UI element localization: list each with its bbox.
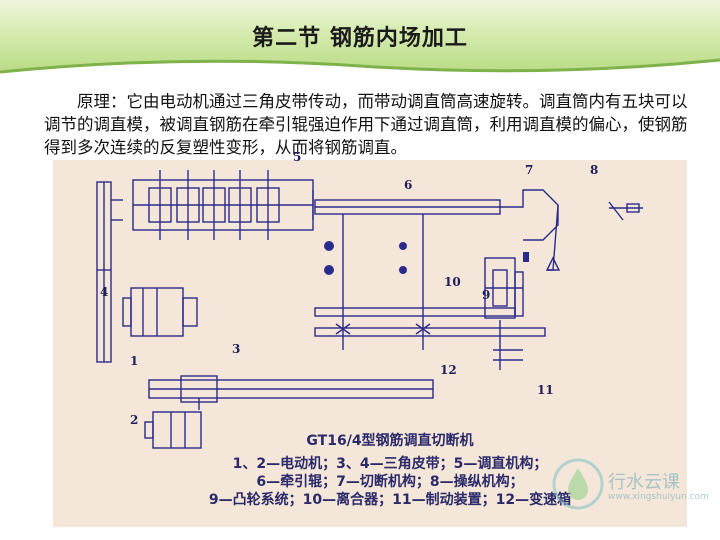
watermark-logo: 行水云课 www.xingshuiyun.com: [546, 434, 716, 524]
figure-legend-line-2: 6—牵引辊；7—切断机构；8—操纵机构；: [256, 474, 524, 490]
figure-legend-line-1: 1、2—电动机；3、4—三角皮带；5—调直机构；: [232, 456, 548, 472]
slide-title: 第二节 钢筋内场加工: [252, 26, 468, 51]
part-label-11: 11: [537, 383, 554, 397]
watermark-drop-icon: [552, 458, 604, 510]
part-label-4: 4: [100, 285, 109, 299]
part-label-9: 9: [482, 288, 491, 302]
part-label-12: 12: [440, 363, 457, 377]
header-banner: [0, 0, 720, 72]
part-label-3: 3: [232, 342, 241, 356]
figure-background: [53, 160, 687, 527]
watermark-text: 行水云课: [608, 472, 680, 493]
figure-legend-line-3: 9—凸轮系统；10—离合器；11—制动装置；12—变速箱: [208, 492, 572, 508]
part-label-2: 2: [130, 413, 139, 427]
principle-paragraph: 原理：它由电动机通过三角皮带传动，而带动调直筒高速旋转。调直筒内有五块可以调节的…: [44, 92, 688, 157]
banner-wave: [0, 58, 720, 80]
part-label-8: 8: [590, 163, 599, 177]
part-label-7: 7: [525, 163, 534, 177]
machine-diagram: [96, 170, 643, 449]
watermark-subtext: www.xingshuiyun.com: [608, 492, 709, 502]
part-label-1: 1: [130, 354, 139, 368]
part-label-5: 5: [293, 150, 302, 164]
part-label-10: 10: [444, 275, 461, 289]
part-label-6: 6: [404, 178, 413, 192]
figure-caption-title: GT16/4型钢筋调直切断机: [306, 433, 474, 449]
